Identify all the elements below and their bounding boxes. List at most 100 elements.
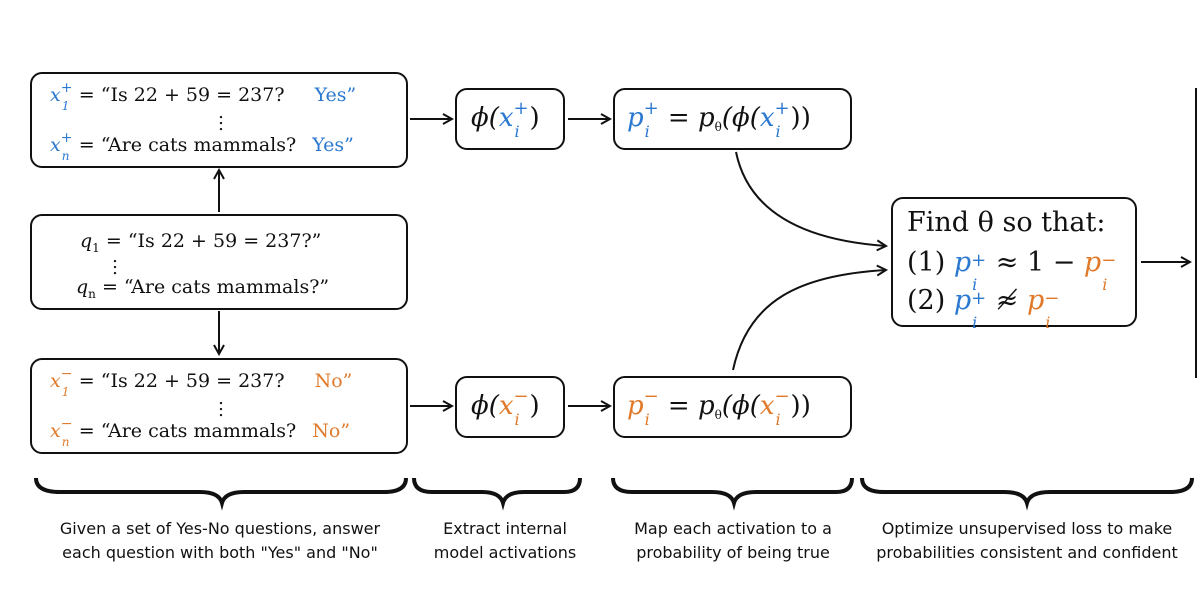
caption-2-line-1: Extract internal (443, 519, 567, 538)
pos-sub-1: 1 (61, 99, 70, 113)
brace-step2 (412, 477, 582, 511)
c2-p-neg: p (1026, 285, 1045, 316)
brace-step4 (860, 477, 1194, 511)
q-text-1: = “Is 22 + 59 = 237?” (105, 230, 322, 252)
c1-p-neg-sup: − (1101, 250, 1117, 271)
find-condition-2: (2) p+i ≉ p−i (907, 283, 1060, 332)
neg-sup-2: − (60, 416, 73, 432)
pos-sup-2: + (60, 130, 73, 146)
neg-sub-1: 1 (61, 385, 70, 399)
prob-neg-sup: − (643, 386, 659, 407)
caption-step-3: Map each activation to a probability of … (610, 517, 856, 565)
caption-step-1: Given a set of Yes-No questions, answer … (20, 517, 420, 565)
prob-positive-formula: p+i = pθ(ϕ(x+i)) (627, 98, 811, 141)
phi-pos-var: x (498, 103, 514, 133)
q-sub-2: n (88, 287, 96, 301)
prob-pos-mid: (ϕ( (721, 103, 760, 133)
phi-pos-close: ) (529, 103, 540, 133)
q-text-2: = “Are cats mammals?” (101, 276, 330, 298)
caption-3-line-1: Map each activation to a (634, 519, 832, 538)
brace-step1 (34, 477, 408, 511)
neg-sup-1: − (60, 366, 73, 382)
pos-var-2: x (50, 134, 61, 156)
find-condition-1: (1) p+i ≈ 1 − p−i (907, 245, 1117, 294)
prob-pos-close: )) (790, 103, 811, 133)
caption-1-line-2: each question with both "Yes" and "No" (62, 543, 378, 562)
prob-neg-close: )) (790, 391, 811, 421)
c1-p-pos-sup: + (971, 250, 987, 271)
pos-answer-2: Yes” (312, 134, 354, 156)
phi-neg-sub: i (514, 410, 520, 429)
caption-4-line-1: Optimize unsupervised loss to make (881, 519, 1173, 538)
prob-pos-var-sub: i (775, 122, 781, 141)
caption-2-line-2: model activations (433, 543, 577, 562)
curve-pos-to-find (735, 151, 886, 246)
c1-rel: ≈ 1 − (995, 247, 1076, 278)
positive-prompts-box: x+1 = “Is 22 + 59 = 237? Yes” ... x+n = … (30, 72, 408, 168)
questions-box: q1 = “Is 22 + 59 = 237?” ... qn = “Are c… (30, 214, 408, 310)
q-vdots: ... (112, 246, 118, 279)
negative-line-2: x−n = “Are cats mammals? No” (50, 416, 351, 449)
pos-answer-1: Yes” (314, 84, 357, 106)
phi-negative-box: ϕ(x−i) (455, 376, 565, 438)
neg-answer-1: No” (314, 370, 353, 392)
c2-label: (2) (907, 285, 946, 316)
prob-neg-sub: i (644, 410, 650, 429)
prob-pos-theta: θ (714, 120, 722, 134)
c2-p-neg-sup: − (1044, 288, 1060, 309)
c2-p-pos-sup: + (971, 288, 987, 309)
prob-pos-lhs: p (627, 103, 644, 133)
prob-neg-eq: = p (667, 391, 715, 421)
phi-neg-var: x (498, 391, 514, 421)
caption-step-4: Optimize unsupervised loss to make proba… (855, 517, 1199, 565)
neg-var-1: x (50, 370, 61, 392)
pos-var-1: x (50, 84, 61, 106)
prob-pos-sub: i (644, 122, 650, 141)
neg-vdots: ... (218, 388, 224, 421)
prob-negative-formula: p−i = pθ(ϕ(x−i)) (627, 386, 811, 429)
negative-prompts-box: x−1 = “Is 22 + 59 = 237? No” ... x−n = “… (30, 358, 408, 454)
prob-pos-eq: = p (667, 103, 715, 133)
question-line-2: qn = “Are cats mammals?” (76, 276, 329, 305)
phi-neg-close: ) (529, 391, 540, 421)
prob-neg-var-sup: − (774, 386, 790, 407)
brace-step3 (611, 477, 854, 511)
prob-neg-var: x (759, 391, 775, 421)
c1-p-neg: p (1083, 247, 1102, 278)
c2-p-pos: p (953, 285, 972, 316)
c2-p-pos-sub: i (972, 313, 978, 332)
phi-neg-sup: − (513, 386, 529, 407)
caption-4-line-2: probabilities consistent and confident (876, 543, 1178, 562)
neg-var-2: x (50, 420, 61, 442)
prob-pos-var: x (759, 103, 775, 133)
phi-negative-formula: ϕ(x−i) (471, 386, 540, 429)
c1-p-pos-sub: i (972, 275, 978, 294)
phi-pos-sup: + (513, 98, 529, 119)
find-theta-box: Find θ so that: (1) p+i ≈ 1 − p−i (2) p+… (891, 197, 1137, 332)
phi-positive-formula: ϕ(x+ i) (471, 98, 540, 141)
positive-line-1: x+1 = “Is 22 + 59 = 237? Yes” (50, 80, 357, 113)
neg-text-1: = “Is 22 + 59 = 237? (78, 370, 285, 392)
neg-answer-2: No” (312, 420, 351, 442)
pos-text-1: = “Is 22 + 59 = 237? (78, 84, 285, 106)
pos-sub-2: n (61, 149, 70, 163)
phi-pos-fn: ϕ( (471, 103, 499, 133)
c2-p-neg-sub: i (1045, 313, 1051, 332)
q-sub-1: 1 (92, 241, 100, 255)
q-var-2: q (76, 276, 89, 298)
phi-pos-sub: i (514, 122, 520, 141)
pos-vdots: ... (218, 102, 224, 135)
caption-3-line-2: probability of being true (636, 543, 830, 562)
positive-line-2: x+ n = “Are cats mammals? Yes” (50, 130, 354, 163)
prob-neg-var-sub: i (775, 410, 781, 429)
prob-neg-mid: (ϕ( (721, 391, 760, 421)
curve-neg-to-find (732, 270, 886, 371)
q-var-1: q (80, 230, 93, 252)
pos-text-2: = “Are cats mammals? (78, 134, 297, 156)
neg-text-2: = “Are cats mammals? (78, 420, 297, 442)
c1-p-pos: p (953, 247, 972, 278)
caption-step-2: Extract internal model activations (415, 517, 595, 565)
caption-1-line-1: Given a set of Yes-No questions, answer (59, 519, 381, 538)
find-title: Find θ so that: (907, 207, 1106, 238)
